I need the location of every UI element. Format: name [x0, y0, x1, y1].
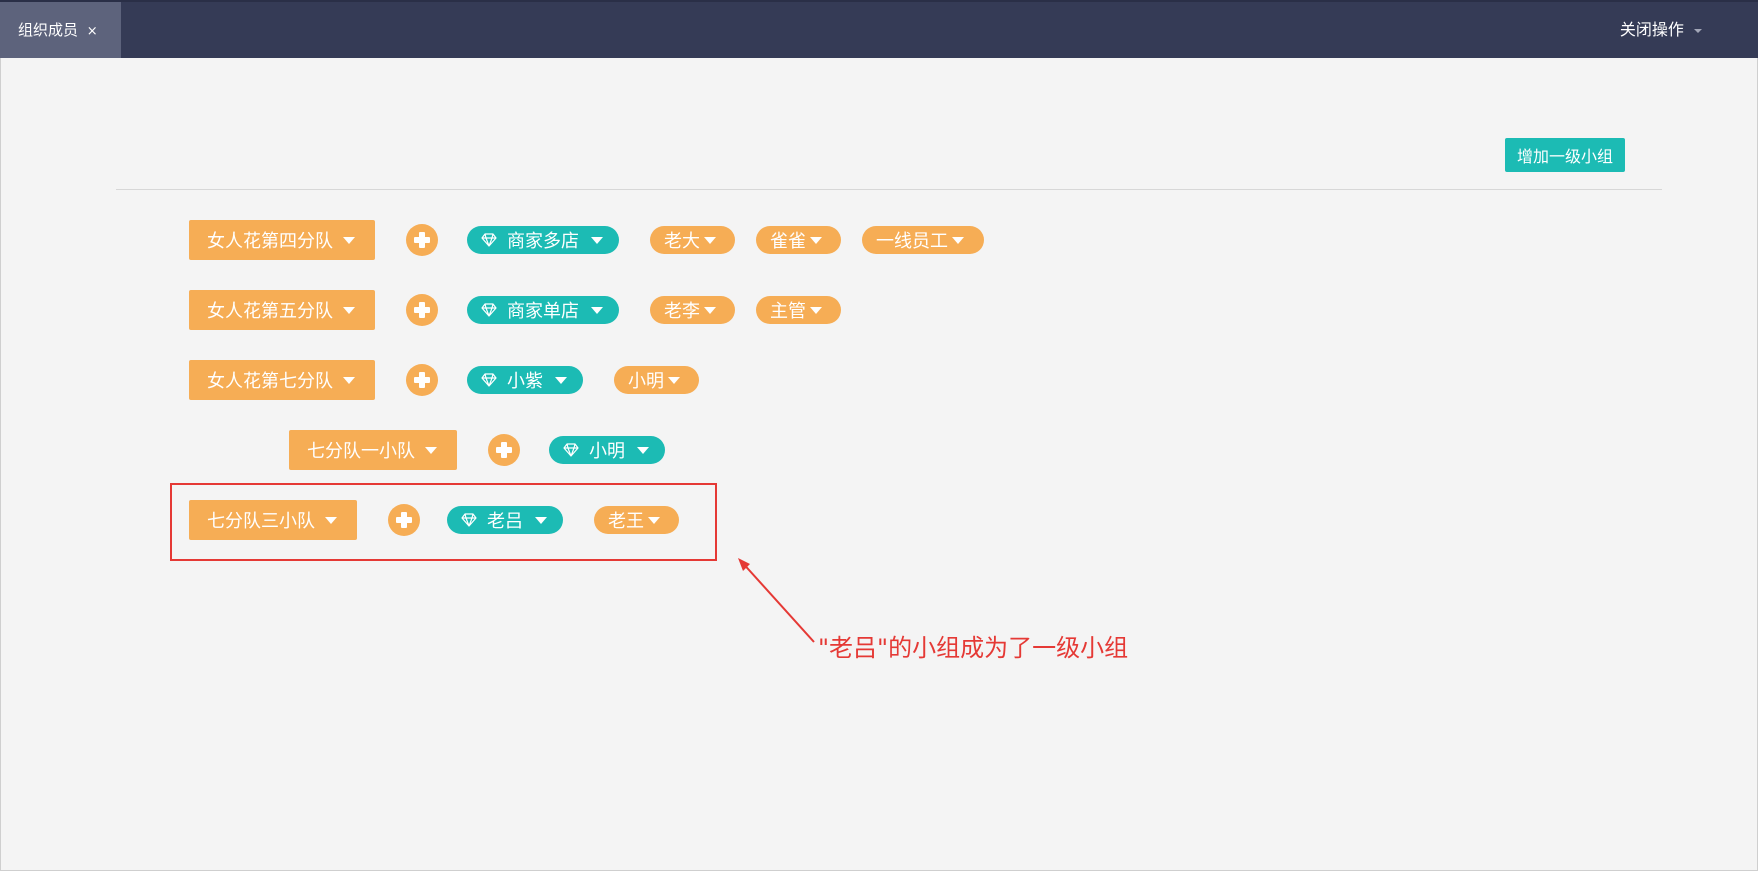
diamond-icon: [481, 233, 497, 247]
team-dropdown-button[interactable]: 七分队一小队: [289, 430, 457, 470]
team-name: 七分队一小队: [307, 441, 415, 462]
content-area: [0, 58, 1758, 871]
member-pill[interactable]: 小明: [614, 366, 699, 394]
team-dropdown-button[interactable]: 女人花第七分队: [189, 360, 375, 400]
caret-down-icon: [668, 376, 680, 384]
tab-organization-members[interactable]: 组织成员 ×: [0, 2, 121, 58]
team-name: 女人花第四分队: [207, 231, 333, 252]
add-member-icon[interactable]: [406, 224, 438, 256]
caret-down-icon: [637, 446, 649, 454]
caret-down-icon: [704, 236, 716, 244]
add-member-icon[interactable]: [488, 434, 520, 466]
caret-down-icon: [810, 306, 822, 314]
annotation-text: "老吕"的小组成为了一级小组: [818, 634, 1129, 662]
team-dropdown-button[interactable]: 七分队三小队: [189, 500, 357, 540]
group-row: 七分队一小队 小明: [289, 430, 665, 470]
divider: [116, 189, 1662, 190]
caret-down-icon: [325, 516, 337, 524]
member-pill[interactable]: 老大: [650, 226, 735, 254]
chevron-down-icon: [1694, 28, 1702, 33]
diamond-icon: [563, 443, 579, 457]
close-operations-menu[interactable]: 关闭操作: [1620, 2, 1702, 58]
member-pill[interactable]: 老王: [594, 506, 679, 534]
member-name: 一线员工: [876, 231, 948, 252]
top-bar: 组织成员 × 关闭操作: [0, 0, 1758, 58]
member-name: 老大: [664, 231, 700, 252]
leader-name: 老吕: [487, 511, 523, 532]
diamond-icon: [481, 373, 497, 387]
caret-down-icon: [555, 376, 567, 384]
leader-pill[interactable]: 小明: [549, 436, 665, 464]
caret-down-icon: [591, 306, 603, 314]
caret-down-icon: [704, 306, 716, 314]
add-member-icon[interactable]: [388, 504, 420, 536]
close-icon[interactable]: ×: [86, 24, 98, 39]
caret-down-icon: [343, 306, 355, 314]
member-pill[interactable]: 老李: [650, 296, 735, 324]
add-first-level-group-button[interactable]: 增加一级小组: [1505, 138, 1625, 172]
team-dropdown-button[interactable]: 女人花第四分队: [189, 220, 375, 260]
team-name: 七分队三小队: [207, 511, 315, 532]
leader-pill[interactable]: 老吕: [447, 506, 563, 534]
caret-down-icon: [952, 236, 964, 244]
member-name: 小明: [628, 371, 664, 392]
close-operations-label: 关闭操作: [1619, 20, 1684, 39]
caret-down-icon: [343, 376, 355, 384]
add-member-icon[interactable]: [406, 294, 438, 326]
group-row: 女人花第五分队 商家单店 老李 主管: [189, 290, 841, 330]
annotation-arrow-icon: [738, 558, 815, 643]
member-pill[interactable]: 雀雀: [756, 226, 841, 254]
caret-down-icon: [425, 446, 437, 454]
caret-down-icon: [343, 236, 355, 244]
team-dropdown-button[interactable]: 女人花第五分队: [189, 290, 375, 330]
team-name: 女人花第五分队: [207, 301, 333, 322]
leader-name: 小紫: [507, 371, 543, 392]
leader-pill[interactable]: 商家多店: [467, 226, 619, 254]
team-name: 女人花第七分队: [207, 371, 333, 392]
diamond-icon: [481, 303, 497, 317]
member-pill[interactable]: 主管: [756, 296, 841, 324]
caret-down-icon: [591, 236, 603, 244]
member-pill[interactable]: 一线员工: [862, 226, 984, 254]
leader-name: 商家单店: [507, 301, 579, 322]
group-row: 女人花第七分队 小紫 小明: [189, 360, 699, 400]
leader-pill[interactable]: 小紫: [467, 366, 583, 394]
member-name: 雀雀: [770, 231, 806, 252]
caret-down-icon: [535, 516, 547, 524]
caret-down-icon: [810, 236, 822, 244]
group-row: 七分队三小队 老吕 老王: [189, 500, 679, 540]
leader-name: 小明: [589, 441, 625, 462]
leader-name: 商家多店: [507, 231, 579, 252]
diamond-icon: [461, 513, 477, 527]
group-row: 女人花第四分队 商家多店 老大 雀雀 一线员工: [189, 220, 984, 260]
member-name: 老李: [664, 301, 700, 322]
leader-pill[interactable]: 商家单店: [467, 296, 619, 324]
highlight-box: [170, 483, 717, 561]
tab-label: 组织成员: [18, 21, 79, 39]
member-name: 主管: [770, 301, 806, 322]
add-member-icon[interactable]: [406, 364, 438, 396]
member-name: 老王: [608, 511, 644, 532]
caret-down-icon: [648, 516, 660, 524]
